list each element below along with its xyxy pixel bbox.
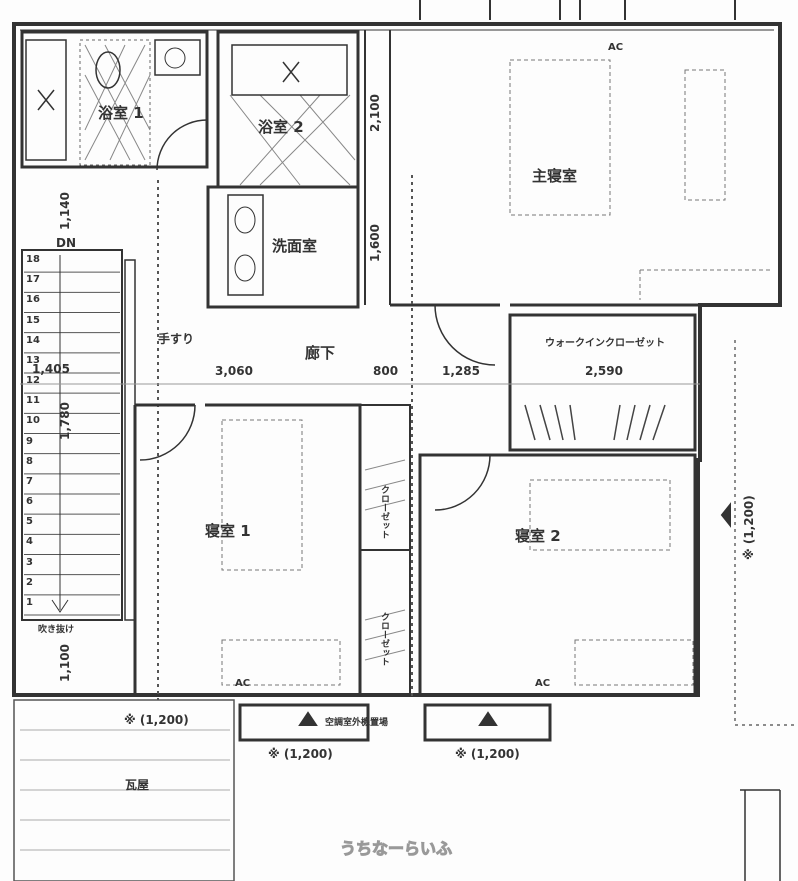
room-label-bedroom2: 寝室 2 (515, 527, 561, 545)
stair-step-number: 6 (26, 496, 33, 507)
note-1200-right: ※ (1,200) (742, 495, 756, 560)
dim-1285: 1,285 (442, 364, 480, 378)
note-1200-roof: ※ (1,200) (124, 713, 189, 727)
closet-label-2: クローゼット (379, 612, 389, 666)
outdoor-unit-label: 空調室外機置場 (325, 718, 389, 728)
dim-800: 800 (373, 364, 399, 378)
room-label-hallway: 廊下 (305, 344, 336, 362)
room-label-master: 主寝室 (532, 167, 578, 185)
closet-label-1: クローゼット (379, 485, 389, 539)
roof-label: 瓦屋 (125, 778, 150, 792)
stair-step-number: 18 (26, 254, 40, 265)
dim-1100: 1,100 (58, 644, 72, 682)
stair-step-number: 12 (26, 375, 40, 386)
dim-2590: 2,590 (585, 364, 623, 378)
stair-step-number: 9 (26, 435, 33, 447)
dim-1405: 1,405 (32, 362, 70, 376)
note-1200-unit2: ※ (1,200) (455, 747, 520, 761)
note-1200-unit1: ※ (1,200) (268, 747, 333, 761)
dim-1780: 1,780 (58, 402, 72, 440)
stair-step-number: 15 (26, 314, 40, 326)
stair-step-number: 5 (26, 516, 33, 528)
room-label-washroom: 洗面室 (272, 237, 318, 255)
handrail-label: 手すり (158, 332, 195, 346)
stairs-dn-label: DN (56, 236, 77, 250)
watermark: うちなーらいふ (339, 839, 453, 859)
stair-step-number: 14 (26, 334, 40, 346)
room-label-bath1: 浴室 1 (98, 104, 144, 122)
stair-step-number: 8 (26, 455, 33, 467)
dim-1600: 1,600 (368, 224, 382, 262)
stair-step-number: 1 (26, 596, 33, 608)
room-label-bath2: 浴室 2 (258, 118, 304, 136)
stair-step-number: 4 (26, 536, 33, 548)
dim-1140: 1,140 (58, 192, 72, 230)
stair-step-number: 10 (26, 415, 40, 427)
ac-label-bedroom2: AC (535, 678, 551, 689)
ac-label-bedroom1: AC (235, 678, 251, 689)
ac-label-master: AC (608, 42, 624, 53)
stair-step-number: 16 (26, 294, 40, 306)
stair-step-number: 7 (26, 475, 33, 487)
stair-step-number: 13 (26, 354, 40, 366)
room-label-walkin: ウォークインクローゼット (545, 338, 665, 349)
dim-2100: 2,100 (368, 94, 382, 132)
room-label-bedroom1: 寝室 1 (205, 522, 251, 540)
stair-step-number: 11 (26, 395, 40, 407)
void-label: 吹き抜け (38, 625, 75, 635)
dim-3060: 3,060 (215, 364, 253, 378)
stair-step-number: 3 (26, 556, 33, 568)
stair-step-number: 2 (26, 576, 33, 588)
stair-step-number: 17 (26, 274, 40, 286)
